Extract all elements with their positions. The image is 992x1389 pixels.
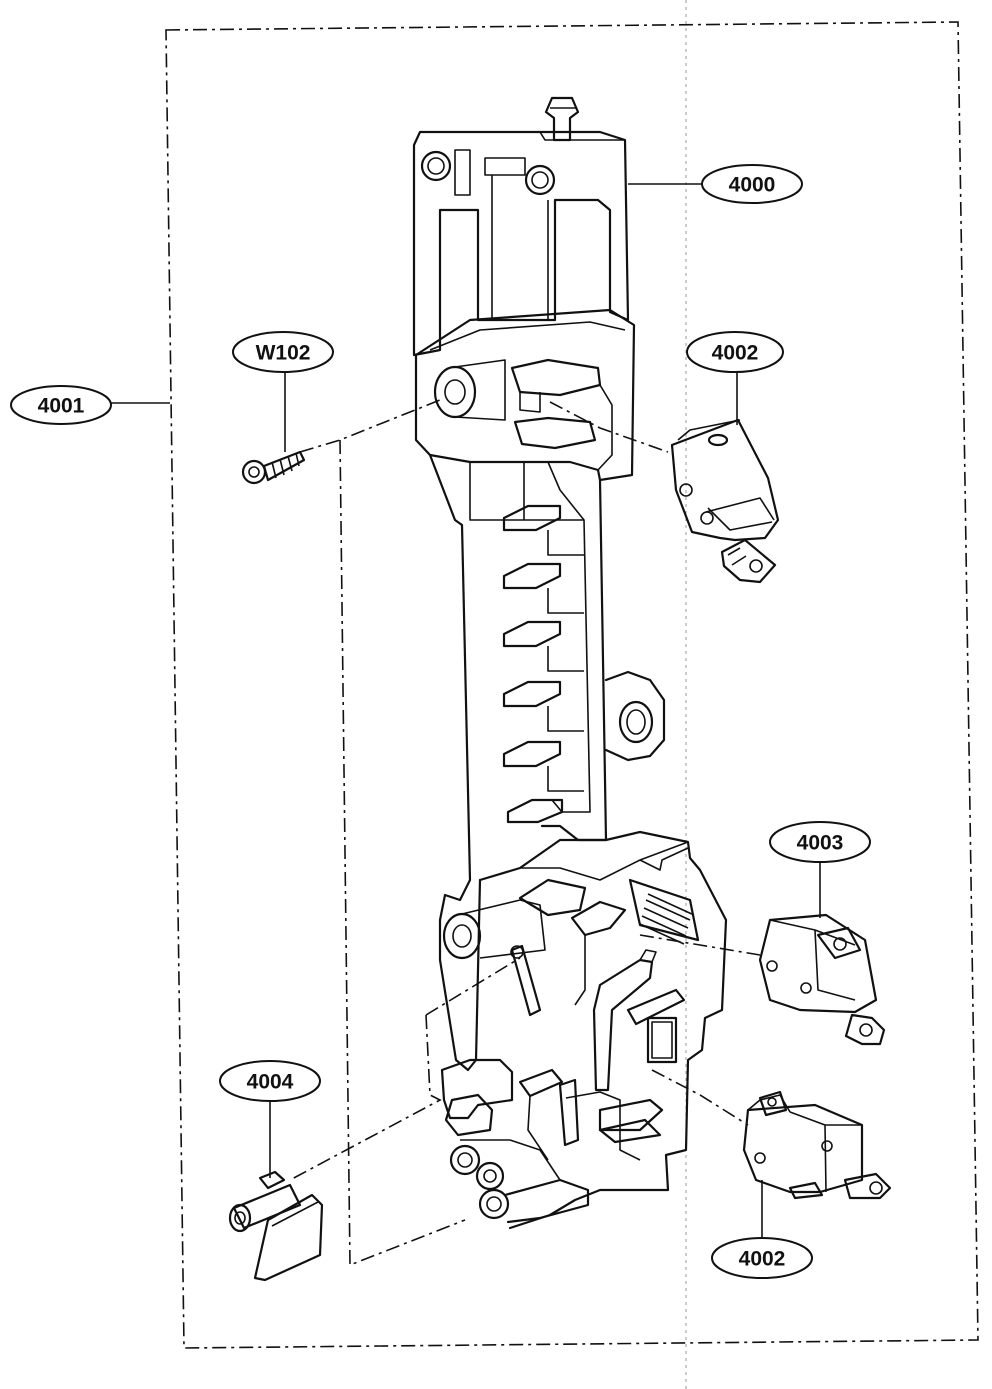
microswitch-4002-top <box>670 418 780 584</box>
lever-4004 <box>228 1170 324 1282</box>
label-4002-top-text: 4002 <box>712 342 759 365</box>
latch-frame-4000 <box>412 96 728 1230</box>
screw-w102 <box>241 450 306 485</box>
leader-lines <box>111 183 821 1238</box>
label-4002-bottom-text: 4002 <box>739 1248 786 1271</box>
label-4000: 4000 <box>701 164 803 204</box>
label-4003-text: 4003 <box>797 832 844 855</box>
label-4004-text: 4004 <box>247 1071 294 1094</box>
label-w102-text: W102 <box>256 342 311 365</box>
label-4002-bottom: 4002 <box>711 1237 813 1279</box>
microswitch-4002-bottom <box>742 1090 892 1200</box>
label-4003: 4003 <box>769 821 871 863</box>
label-w102: W102 <box>232 331 334 373</box>
microswitch-4003 <box>758 913 886 1046</box>
label-4002-top: 4002 <box>686 331 784 373</box>
assembly-boundary <box>165 21 979 1349</box>
label-4004: 4004 <box>219 1060 321 1102</box>
label-4001: 4001 <box>10 385 112 425</box>
label-4001-text: 4001 <box>38 395 85 418</box>
label-4000-text: 4000 <box>729 174 776 197</box>
assembly-guide-lines <box>289 399 761 1267</box>
